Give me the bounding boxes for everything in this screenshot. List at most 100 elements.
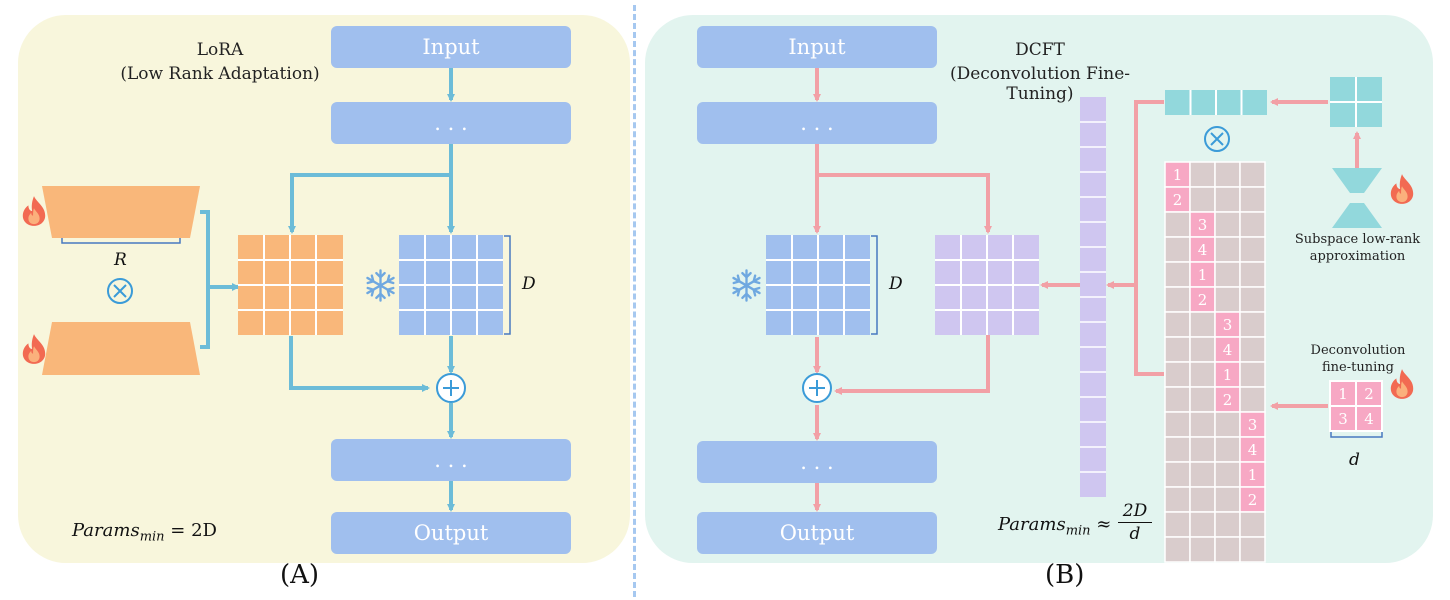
dcft-subtitle: (Deconvolution Fine-Tuning) <box>949 64 1131 104</box>
deconv-grid-cell <box>1239 236 1266 263</box>
dcft-hidden-block-bottom: . . . <box>697 441 937 483</box>
dcft-params-text: Params <box>998 514 1066 535</box>
deconv-grid-cell-value: 2 <box>1198 291 1208 309</box>
lora-multiply-icon <box>107 278 133 304</box>
deconv-grid-cell <box>1189 186 1216 213</box>
dcft-params-denominator: d <box>1129 524 1141 544</box>
dcft-params-numerator: 2D <box>1118 500 1152 523</box>
lora-params-value: = 2D <box>170 520 217 541</box>
deconv-grid-cell <box>1239 386 1266 413</box>
deconv-grid-cell <box>1189 436 1216 463</box>
deconv-grid-cell <box>1239 186 1266 213</box>
deconv-grid-cell <box>1164 436 1191 463</box>
deconv-grid-cell <box>1214 186 1241 213</box>
dcft-params-formula: Paramsmin ≈ <box>998 514 1111 539</box>
deconv-grid-cell <box>1239 461 1266 488</box>
kernel-cell-value: 4 <box>1364 410 1374 428</box>
deconv-grid-cell <box>1164 311 1191 338</box>
deconv-grid-cell <box>1214 161 1241 188</box>
deconv-grid-cell <box>1214 411 1241 438</box>
deconv-grid-cell <box>1239 436 1266 463</box>
dcft-kernel-brace <box>1330 432 1383 438</box>
deconv-grid-cell <box>1164 161 1191 188</box>
deconv-grid-cell <box>1214 261 1241 288</box>
deconv-grid-cell <box>1239 536 1266 563</box>
dcft-weight-matrix <box>766 235 870 335</box>
deconv-grid-cell-value: 3 <box>1198 216 1208 234</box>
deconv-grid-cell-value: 3 <box>1223 316 1233 334</box>
dcft-add-icon <box>802 373 832 403</box>
deconv-grid-cell <box>1189 311 1216 338</box>
dcft-params-sub: min <box>1065 523 1091 539</box>
dcft-hourglass <box>1332 168 1382 228</box>
lora-rank-label: R <box>114 250 127 270</box>
deconv-grid-cell <box>1164 236 1191 263</box>
deconv-grid-cell <box>1239 336 1266 363</box>
deconv-grid-cell-value: 2 <box>1223 391 1233 409</box>
deconv-grid-cell-value: 1 <box>1223 366 1233 384</box>
dcft-input-block: Input <box>697 26 937 68</box>
deconv-grid-cell <box>1164 536 1191 563</box>
deconv-grid-cell <box>1189 461 1216 488</box>
panel-divider <box>633 5 636 597</box>
dcft-column-vector <box>1080 97 1106 497</box>
lora-weight-matrix <box>399 235 503 335</box>
dcft-output-block: Output <box>697 512 937 554</box>
deconv-grid-cell <box>1239 361 1266 388</box>
deconv-grid-cell-value: 2 <box>1248 491 1258 509</box>
kernel-cell-value: 3 <box>1338 410 1348 428</box>
deconv-grid-cell <box>1164 511 1191 538</box>
lora-subtitle: (Low Rank Adaptation) <box>120 64 320 84</box>
lora-rank-brace <box>61 238 181 244</box>
lora-input-block: Input <box>331 26 571 68</box>
deconv-grid-cell <box>1164 461 1191 488</box>
dcft-hidden-block-top: . . . <box>697 102 937 144</box>
deconv-grid-cell <box>1239 161 1266 188</box>
deconv-grid-cell <box>1214 486 1241 513</box>
deconv-grid-cell <box>1239 211 1266 238</box>
deconv-grid-cell <box>1189 486 1216 513</box>
lora-hidden-block-bottom: . . . <box>331 439 571 481</box>
deconv-grid-cell <box>1189 411 1216 438</box>
deconv-grid-cell <box>1189 361 1216 388</box>
deconv-grid-cell <box>1214 536 1241 563</box>
deconv-grid-cell-value: 4 <box>1223 341 1233 359</box>
deconv-grid-cell <box>1239 261 1266 288</box>
dcft-dim-brace <box>871 235 878 335</box>
deconv-grid-cell <box>1214 336 1241 363</box>
dcft-dim-label: D <box>889 274 903 294</box>
lora-params-sub: min <box>139 529 165 545</box>
dcft-subspace-label-2: approximation <box>1309 249 1406 264</box>
deconv-grid-cell <box>1189 536 1216 563</box>
deconv-grid-cell <box>1189 511 1216 538</box>
deconv-grid-cell-value: 4 <box>1198 241 1208 259</box>
deconv-grid-cell <box>1239 311 1266 338</box>
deconv-grid-cell <box>1214 211 1241 238</box>
deconv-grid-cell <box>1164 261 1191 288</box>
lora-add-icon <box>436 373 466 403</box>
dcft-snowflake-icon <box>732 269 761 302</box>
deconv-grid-cell-value: 2 <box>1173 191 1183 209</box>
deconv-grid-cell <box>1214 461 1241 488</box>
kernel-cell <box>1329 405 1357 432</box>
kernel-cell <box>1355 405 1383 432</box>
lora-dim-brace <box>504 235 511 335</box>
lora-matrix-b <box>42 186 200 238</box>
deconv-grid-cell <box>1164 486 1191 513</box>
dcft-fire-icon-kernel <box>1390 369 1414 399</box>
deconv-grid-cell <box>1164 286 1191 313</box>
deconv-grid-cell <box>1214 236 1241 263</box>
deconv-grid-cell-value: 1 <box>1173 166 1183 184</box>
deconv-grid-cell <box>1164 211 1191 238</box>
lora-fire-icon-a <box>22 334 46 364</box>
deconv-grid-cell <box>1189 161 1216 188</box>
kernel-cell-value: 2 <box>1364 385 1374 403</box>
deconv-grid-cell-value: 1 <box>1198 266 1208 284</box>
lora-arrows <box>200 68 455 512</box>
dcft-delta-matrix <box>935 235 1039 335</box>
deconv-grid-cell <box>1189 386 1216 413</box>
deconv-grid-cell-value: 3 <box>1248 416 1258 434</box>
dcft-deconv-label-1: Deconvolution <box>1310 343 1406 358</box>
